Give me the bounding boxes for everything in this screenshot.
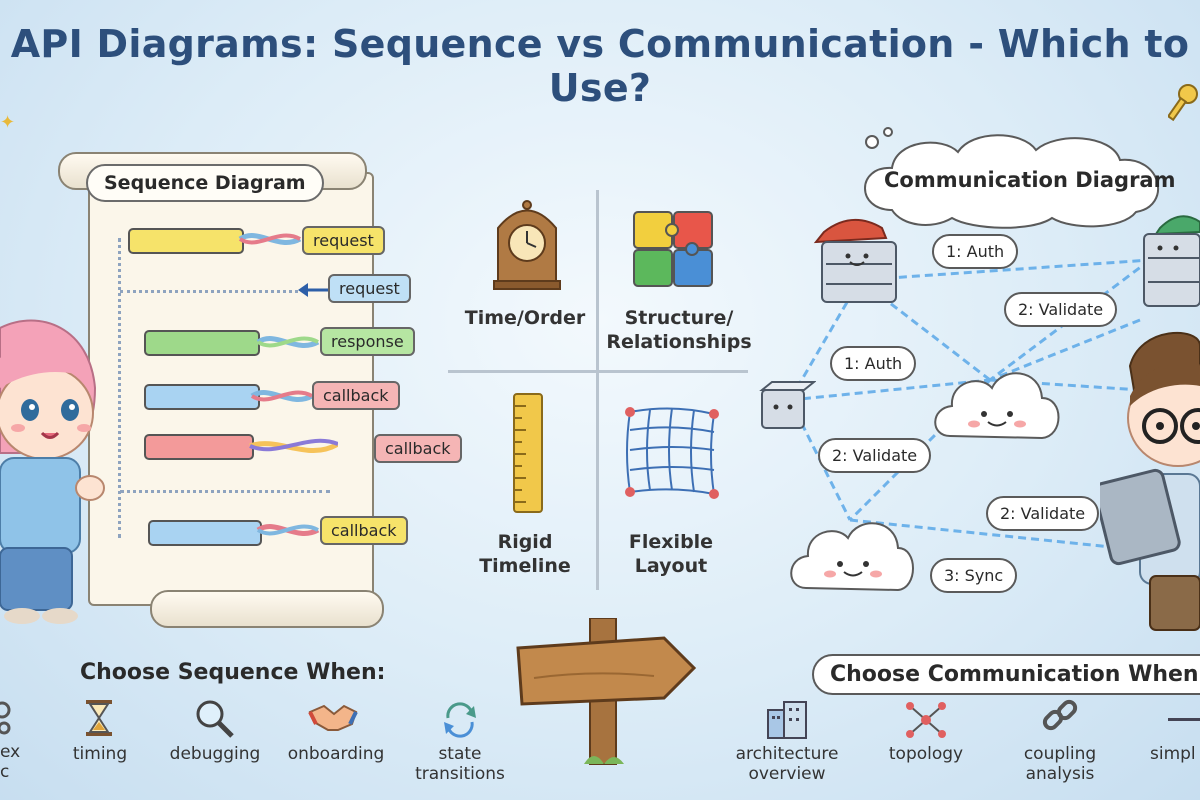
ruler-icon [513, 393, 543, 513]
message-bubble: 2: Validate [986, 496, 1100, 531]
message-bubble: 3: Sync [930, 558, 1018, 593]
lifeline [118, 238, 121, 538]
thought-cloud [864, 127, 1160, 229]
dotted-guide [120, 290, 298, 293]
server-icon [1143, 215, 1200, 307]
girl-character-icon [0, 319, 105, 624]
chain-link-icon [1042, 699, 1078, 731]
quadrant-label: Rigid Timeline [479, 531, 571, 577]
communication-diagram-heading: Communication Diagram [884, 168, 1176, 192]
handshake-icon [308, 704, 358, 731]
choose-sequence-heading: Choose Sequence When: [80, 660, 386, 685]
use-case-label: topology [888, 744, 964, 764]
message-bar [148, 520, 262, 546]
gears-icon [0, 701, 11, 735]
rope-connectors [238, 233, 338, 536]
use-case-label: timing [72, 744, 128, 764]
message-label: callback [320, 516, 408, 545]
use-case-label: simpl [1150, 744, 1196, 764]
boy-character-icon [1100, 331, 1200, 631]
message-bubble: 2: Validate [818, 438, 932, 473]
hourglass-icon [86, 700, 112, 736]
puzzle-icon [633, 211, 713, 287]
message-bar [128, 228, 244, 254]
sparkle-icon: ✦ [0, 112, 16, 133]
use-case-label: state transitions [415, 744, 505, 784]
sequence-diagram-heading: Sequence Diagram [86, 164, 324, 202]
clock-icon [493, 200, 561, 290]
line-icon [1168, 718, 1200, 721]
use-case-label: ex c [0, 742, 21, 782]
quadrant-label: Flexible Layout [628, 531, 714, 577]
message-label: response [320, 327, 415, 356]
use-case-label: coupling analysis [1023, 744, 1097, 784]
quadrant-label: Structure/ Relationships [606, 307, 752, 353]
buildings-icon [767, 701, 807, 739]
cloud-character-icon [934, 372, 1060, 440]
message-bubble: 2: Validate [1004, 292, 1118, 327]
signpost-icon [516, 618, 697, 765]
dotted-guide [120, 490, 330, 493]
server-icon [813, 218, 897, 303]
message-label: callback [312, 381, 400, 410]
message-label: request [302, 226, 385, 255]
comparison-grid [448, 190, 748, 600]
magnifier-icon [196, 700, 234, 738]
grid-icon [625, 407, 719, 499]
message-label: request [328, 274, 411, 303]
page-title: API Diagrams: Sequence vs Communication … [10, 22, 1190, 110]
network-icon [906, 702, 946, 738]
use-case-label: onboarding [287, 744, 385, 764]
use-case-label: architecture overview [735, 744, 839, 784]
message-bubble: 1: Auth [932, 234, 1019, 269]
cloud-character-icon [790, 522, 914, 592]
quadrant-label: Time/Order [464, 307, 586, 329]
choose-communication-heading: Choose Communication When: [812, 654, 1200, 695]
key-icon [1168, 84, 1198, 122]
message-bubble: 1: Auth [830, 346, 917, 381]
arrow-left-icon [298, 283, 330, 297]
use-case-label: debugging [169, 744, 261, 764]
message-label: callback [374, 434, 462, 463]
cube-icon [759, 381, 816, 429]
cycle-arrows-icon [444, 702, 476, 738]
